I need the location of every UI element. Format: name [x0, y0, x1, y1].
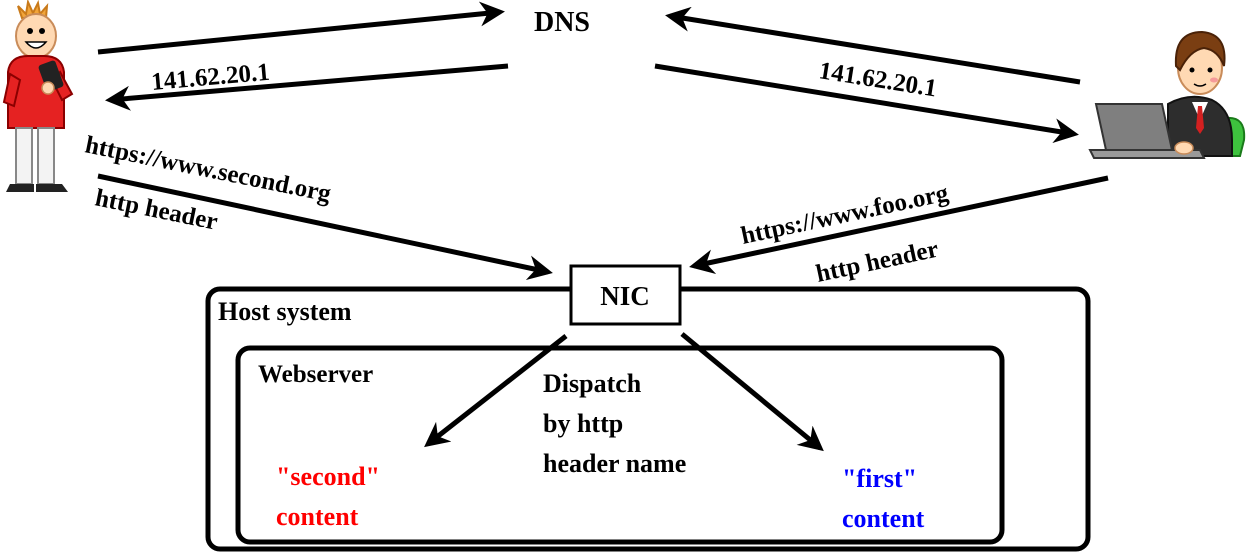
first-content-line-2: content: [842, 504, 925, 533]
dispatch-line-1: Dispatch: [543, 369, 642, 398]
arrow-right-to-dns: [665, 6, 1081, 85]
arrow-dns-to-left: [105, 63, 509, 111]
second-content-line-2: content: [276, 502, 359, 531]
host-system-label: Host system: [218, 297, 352, 326]
left-ip-label: 141.62.20.1: [150, 59, 271, 96]
webserver-box: [235, 345, 1005, 545]
second-content-line-1: "second": [276, 462, 380, 491]
arrow-right-to-nic: [689, 175, 1109, 275]
right-user-icon: [1088, 30, 1246, 159]
arrow-left-to-nic: [97, 173, 553, 281]
dispatch-line-3: header name: [543, 449, 686, 478]
arrow-left-to-dns: [97, 1, 505, 55]
arrow-nic-to-second: [424, 334, 568, 448]
nic-label: NIC: [600, 281, 650, 311]
arrow-nic-to-first: [680, 332, 824, 452]
dns-label: DNS: [534, 7, 590, 38]
nic-box: [569, 264, 682, 326]
first-content-line-1: "first": [842, 464, 917, 493]
left-header-label: http header: [93, 184, 220, 235]
right-header-label: http header: [814, 236, 941, 288]
dispatch-line-2: by http: [543, 409, 623, 438]
webserver-label: Webserver: [258, 361, 373, 388]
left-user-icon: [2, 0, 74, 192]
arrow-dns-to-right: [654, 63, 1079, 144]
